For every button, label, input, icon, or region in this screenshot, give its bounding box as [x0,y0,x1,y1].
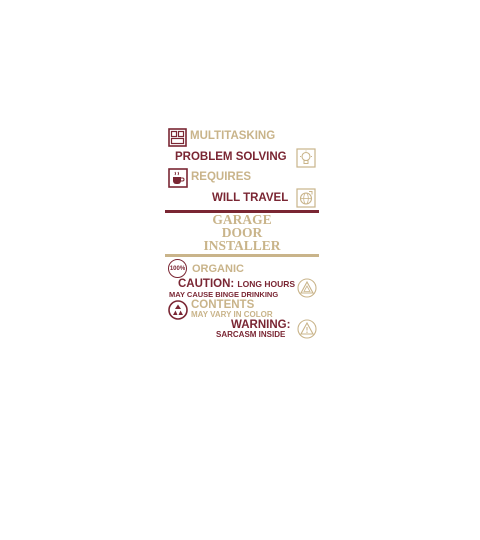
multitasking-text: MULTITASKING [190,130,276,142]
organic-badge-text: 100% [169,265,186,272]
caution-line: CAUTION: LONG HOURS [178,278,296,291]
will-travel-text: WILL TRAVEL [212,192,289,204]
caution-tail: LONG HOURS [237,279,296,289]
caution-triangle-icon [297,278,317,298]
title-top-rule [165,210,319,213]
tshirt-print-design: MULTITASKING PROBLEM SOLVING REQUIRES WI… [165,126,321,346]
coffee-cup-icon [168,168,188,188]
windows-grid-icon [168,128,187,147]
contents-sub: MAY VARY IN COLOR [191,310,273,319]
warning-sub: SARCASM INSIDE [216,330,286,339]
title-line-1: GARAGE [212,212,272,227]
caution-head: CAUTION: [178,278,235,290]
contents-text: CONTENTS [191,299,255,311]
warning-triangle-icon [297,319,317,339]
title-line-2: DOOR [221,225,263,240]
lightbulb-icon [296,148,316,168]
title-line-3: INSTALLER [203,238,281,253]
title-bottom-rule [165,254,319,257]
recycle-icon [168,300,188,320]
organic-badge-icon: 100% [168,259,187,278]
caution-sub: MAY CAUSE BINGE DRINKING [169,290,279,299]
globe-icon [296,188,316,208]
organic-text: ORGANIC [192,263,244,275]
problem-solving-text: PROBLEM SOLVING [175,151,287,163]
requires-text: REQUIRES [191,171,252,183]
warning-text: WARNING: [231,319,291,331]
